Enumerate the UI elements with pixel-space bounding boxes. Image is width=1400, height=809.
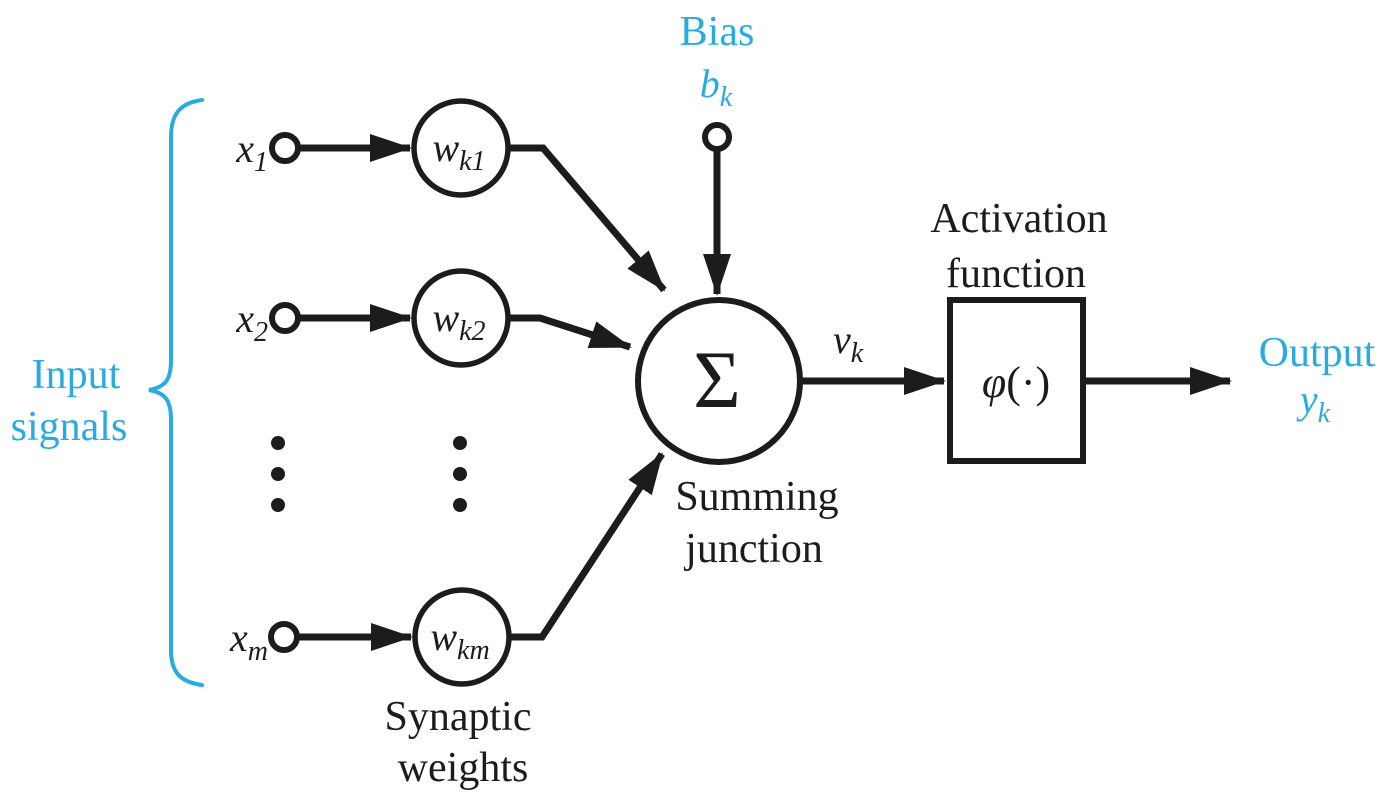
wk1-sub: k1	[459, 146, 485, 177]
input-label-x1: x1	[235, 126, 268, 178]
sigma-symbol: Σ	[693, 334, 741, 425]
weight-ellipsis-dots	[453, 436, 467, 512]
weight-label-wkm: wkm	[430, 614, 489, 666]
weight-node-wkm	[412, 587, 512, 687]
activation-caption-line2: function	[946, 251, 1086, 297]
vk-sub: k	[851, 338, 864, 369]
wkm-base: w	[430, 614, 457, 659]
wk2-sub: k2	[459, 316, 485, 347]
x2-sub: 2	[254, 317, 268, 348]
xm-sub: m	[248, 636, 268, 667]
phi-symbol: φ(·)	[982, 358, 1050, 407]
output-symbol: yk	[1296, 377, 1331, 429]
bias-label: Bias	[680, 9, 755, 55]
input-signals-label-line2: signals	[11, 404, 128, 450]
vk-base: v	[833, 317, 851, 362]
synaptic-weights-caption-line1: Synaptic	[385, 694, 532, 740]
yk-sub: k	[1318, 398, 1331, 429]
connector-wk1-to-sum	[508, 144, 667, 293]
phi-glyph: φ	[982, 358, 1006, 407]
input-signals-brace	[148, 98, 204, 687]
bias-symbol-base: b	[700, 61, 720, 106]
wk2-base: w	[432, 295, 459, 340]
summing-junction-caption-line2: junction	[683, 526, 823, 572]
input-terminal-xm	[268, 621, 300, 653]
connector-wkm-to-sum	[510, 452, 665, 641]
x1-base: x	[235, 126, 254, 171]
yk-base: y	[1296, 377, 1318, 422]
bias-symbol: bk	[700, 61, 733, 113]
summing-junction-caption-line1: Summing	[675, 474, 838, 520]
wkm-sub: km	[457, 635, 490, 666]
activation-function-box	[947, 297, 1086, 464]
input-terminal-x2	[269, 302, 301, 334]
input-label-xm: xm	[229, 615, 268, 667]
input-signals-label-line1: Input	[32, 352, 121, 398]
bias-terminal	[702, 122, 732, 152]
xm-base: x	[229, 615, 248, 660]
input-label-x2: x2	[235, 296, 268, 348]
wk1-base: w	[432, 125, 459, 170]
x1-sub: 1	[254, 147, 268, 178]
phi-args: (·)	[1006, 358, 1050, 407]
output-label: Output	[1259, 330, 1376, 376]
weight-label-wk2: wk2	[432, 295, 485, 347]
synaptic-weights-caption-line2: weights	[398, 745, 529, 791]
bias-symbol-sub: k	[720, 82, 733, 113]
connector-wk2-to-sum	[508, 314, 632, 351]
x2-base: x	[235, 296, 254, 341]
weight-label-wk1: wk1	[432, 125, 485, 177]
activation-caption-line1: Activation	[930, 196, 1107, 242]
input-terminal-x1	[269, 132, 301, 164]
induced-field-label: vk	[833, 317, 864, 369]
input-ellipsis-dots	[271, 436, 285, 512]
